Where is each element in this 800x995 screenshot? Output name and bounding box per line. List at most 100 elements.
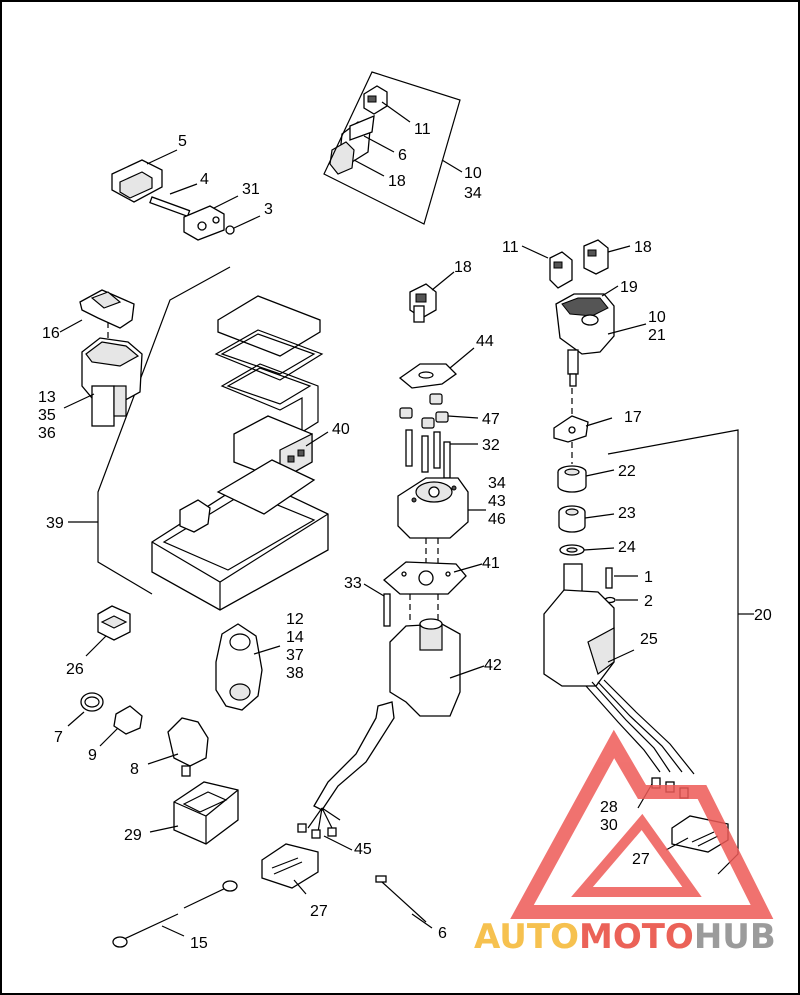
callout-39: 39 bbox=[46, 515, 64, 532]
part-23-ring bbox=[558, 505, 615, 533]
callout-7: 7 bbox=[54, 729, 63, 746]
part-26-sensor bbox=[85, 605, 131, 657]
callout-1: 1 bbox=[644, 569, 653, 586]
watermark-triangle-logo bbox=[510, 729, 774, 919]
callout-20: 20 bbox=[754, 607, 772, 624]
callout-10: 10 bbox=[464, 165, 482, 182]
callout-25: 25 bbox=[640, 631, 658, 648]
callout-28: 28 bbox=[600, 799, 618, 816]
callout-3: 3 bbox=[264, 201, 273, 218]
part-29-relay-holder bbox=[149, 781, 239, 845]
part-16-clip bbox=[59, 289, 135, 333]
callout-24: 24 bbox=[618, 539, 636, 556]
callout-5: 5 bbox=[178, 133, 187, 150]
callout-42: 42 bbox=[484, 657, 502, 674]
callout-14: 14 bbox=[286, 629, 304, 646]
callout-11-right: 11 bbox=[502, 239, 519, 256]
callout-21: 21 bbox=[648, 327, 666, 344]
part-6-cable-tie bbox=[375, 875, 433, 929]
callout-10-right: 10 bbox=[648, 309, 666, 326]
callout-37: 37 bbox=[286, 647, 304, 664]
watermark-moto: MOTO bbox=[579, 917, 694, 957]
callout-43: 43 bbox=[488, 493, 506, 510]
part-39-case bbox=[151, 459, 329, 611]
part-12-key-fob bbox=[215, 623, 281, 711]
callout-27-left: 27 bbox=[310, 903, 328, 920]
watermark-triangle-inner bbox=[571, 813, 702, 897]
automotohub-watermark: AUTOMOTOHUB bbox=[474, 729, 776, 957]
callout-34-middle: 34 bbox=[488, 475, 506, 492]
part-39-stack bbox=[214, 295, 324, 434]
callout-23: 23 bbox=[618, 505, 636, 522]
callout-44: 44 bbox=[476, 333, 494, 350]
callout-2: 2 bbox=[644, 593, 653, 610]
part-27-connector-left bbox=[261, 843, 319, 895]
callout-36: 36 bbox=[38, 425, 56, 442]
callout-22: 22 bbox=[618, 463, 636, 480]
callout-26: 26 bbox=[66, 661, 84, 678]
callout-41: 41 bbox=[482, 555, 500, 572]
part-8-relay bbox=[147, 717, 209, 777]
callout-27-right: 27 bbox=[632, 851, 650, 868]
watermark-auto: AUTO bbox=[474, 917, 579, 957]
callout-38: 38 bbox=[286, 665, 304, 682]
callout-12: 12 bbox=[286, 611, 304, 628]
callout-18-right: 18 bbox=[634, 239, 652, 256]
part-43-housing bbox=[397, 477, 486, 539]
part-33-screw bbox=[363, 583, 391, 627]
callout-31: 31 bbox=[242, 181, 260, 198]
part-5-cover bbox=[111, 149, 178, 203]
part-41-plate bbox=[382, 561, 483, 595]
svg-text:AUTOMOTOHUB: AUTOMOTOHUB bbox=[474, 917, 776, 957]
part-47-caps bbox=[399, 393, 479, 429]
callout-18-middle: 18 bbox=[454, 259, 472, 276]
part-17-plate bbox=[553, 415, 613, 443]
callout-15: 15 bbox=[190, 935, 208, 952]
callout-17: 17 bbox=[624, 409, 642, 426]
part-7-oring bbox=[67, 692, 104, 727]
part-44-gasket bbox=[398, 347, 475, 389]
callout-8: 8 bbox=[130, 761, 139, 778]
callout-6-bottom: 6 bbox=[438, 925, 447, 942]
callout-11: 11 bbox=[414, 121, 431, 138]
callout-9: 9 bbox=[88, 747, 97, 764]
callout-16: 16 bbox=[42, 325, 60, 342]
part-15-cable bbox=[112, 880, 238, 948]
callout-29: 29 bbox=[124, 827, 142, 844]
part-3-nut bbox=[225, 215, 261, 235]
callout-19: 19 bbox=[620, 279, 638, 296]
callout-45: 45 bbox=[354, 841, 372, 858]
part-13-receptacle bbox=[63, 337, 143, 427]
callout-33: 33 bbox=[344, 575, 362, 592]
key-set-top bbox=[323, 71, 463, 225]
part-22-ring bbox=[557, 465, 615, 493]
watermark-hub: HUB bbox=[694, 917, 776, 957]
callout-13: 13 bbox=[38, 389, 56, 406]
callout-4: 4 bbox=[200, 171, 209, 188]
part-32-screws bbox=[405, 429, 478, 479]
part-1-screw bbox=[605, 567, 638, 589]
key-set-right bbox=[521, 239, 631, 289]
part-19-ignition-head bbox=[555, 285, 647, 387]
callout-34: 34 bbox=[464, 185, 482, 202]
part-9-switch bbox=[99, 705, 143, 747]
callout-35: 35 bbox=[38, 407, 56, 424]
callout-6: 6 bbox=[398, 147, 407, 164]
callout-18: 18 bbox=[388, 173, 406, 190]
part-2-washer bbox=[604, 596, 638, 604]
part-24-washer bbox=[559, 544, 615, 556]
callout-30: 30 bbox=[600, 817, 618, 834]
callout-40: 40 bbox=[332, 421, 350, 438]
bracket-20 bbox=[607, 429, 754, 875]
part-4-pin bbox=[149, 183, 198, 218]
part-31-switch-block bbox=[183, 195, 239, 241]
callout-46: 46 bbox=[488, 511, 506, 528]
callout-32: 32 bbox=[482, 437, 500, 454]
key-18-middle bbox=[409, 271, 455, 323]
bracket-39 bbox=[97, 266, 231, 595]
part-42-lock-body bbox=[297, 618, 485, 851]
callout-labels: 5 4 31 3 11 6 18 10 34 16 13 35 36 40 39… bbox=[38, 121, 772, 952]
callout-47: 47 bbox=[482, 411, 500, 428]
